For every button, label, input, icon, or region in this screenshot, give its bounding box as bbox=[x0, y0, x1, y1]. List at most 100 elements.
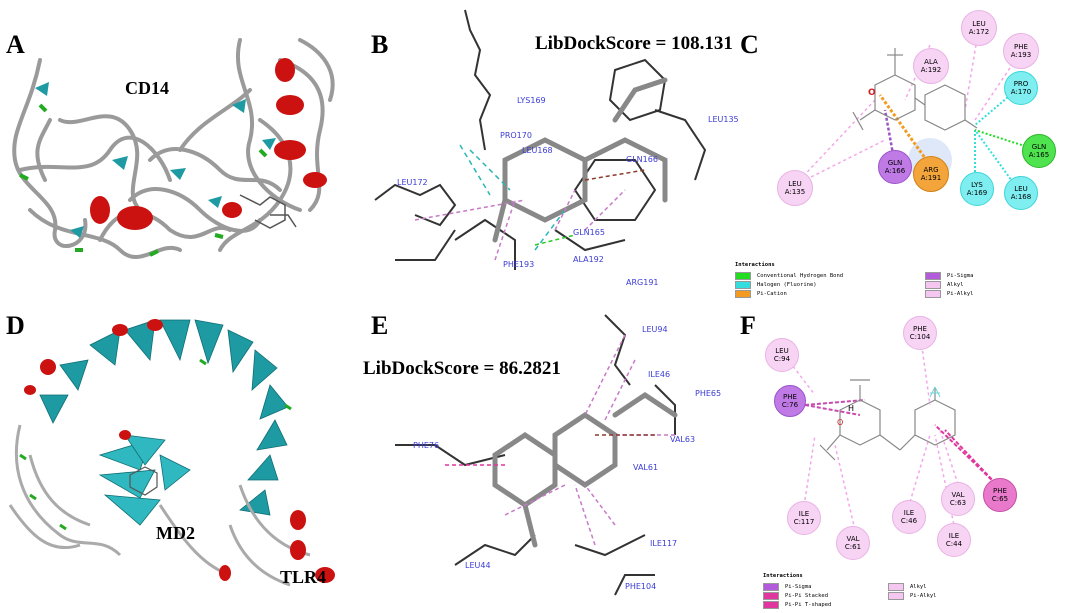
panel-e: E LibDockScore = 86.2821 LEU94 ILE46 PHE… bbox=[355, 305, 735, 613]
residue-label-leu172: LEU172 bbox=[397, 178, 428, 187]
node-text: C:94 bbox=[773, 355, 791, 363]
node-text: C:117 bbox=[793, 518, 815, 526]
node-text: ILE bbox=[903, 509, 915, 517]
node-text: A:165 bbox=[1028, 151, 1050, 159]
legend-item: Alkyl bbox=[925, 280, 974, 289]
interaction-map-f: H O bbox=[781, 332, 1001, 531]
legend-label: Alkyl bbox=[947, 281, 964, 288]
residue-label-ile46: ILE46 bbox=[648, 370, 671, 379]
residue-label-phe104: PHE104 bbox=[625, 582, 657, 591]
residue-label-leu135: LEU135 bbox=[708, 115, 739, 124]
docking-pose-e bbox=[395, 314, 678, 596]
residue-label-arg191: ARG191 bbox=[626, 278, 659, 287]
legend-item: Pi-Sigma bbox=[925, 271, 974, 280]
node-text: LEU bbox=[775, 347, 789, 355]
node-text: GLN bbox=[887, 159, 903, 167]
panel-a: A CD14 bbox=[0, 0, 355, 300]
node-text: PRO bbox=[1013, 80, 1029, 88]
libdock-score-b: LibDockScore = 108.131 bbox=[535, 33, 733, 54]
node-text: LYS bbox=[971, 181, 983, 189]
residue-label-phe65: PHE65 bbox=[695, 389, 722, 398]
node-text: C:46 bbox=[900, 517, 918, 525]
node-text: PHE bbox=[1014, 43, 1028, 51]
node-text: A:191 bbox=[920, 174, 942, 182]
svg-text:H: H bbox=[848, 404, 854, 413]
legend-swatch bbox=[925, 280, 941, 289]
svg-text:O: O bbox=[868, 88, 876, 98]
residue-label-leu94: LEU94 bbox=[642, 325, 668, 334]
legend-label: Pi-Alkyl bbox=[910, 592, 937, 599]
panel-a-label: A bbox=[6, 30, 25, 59]
legend-swatch bbox=[735, 271, 751, 280]
legend-label: Halogen (Fluorine) bbox=[757, 281, 817, 288]
legend-item: Alkyl bbox=[888, 582, 937, 591]
legend-swatch bbox=[888, 591, 904, 600]
node-text: C:104 bbox=[909, 333, 931, 341]
residue-label-phe76: PHE76 bbox=[413, 441, 440, 450]
residue-label-leu168: LEU168 bbox=[522, 146, 553, 155]
panel-c-label: C bbox=[740, 30, 759, 59]
legend-swatch bbox=[763, 582, 779, 591]
cd14-label: CD14 bbox=[125, 78, 169, 98]
legend-swatch bbox=[763, 591, 779, 600]
node-text: C:44 bbox=[945, 540, 963, 548]
node-text: A:172 bbox=[968, 28, 990, 36]
node-text: VAL bbox=[951, 491, 965, 499]
tlr4-label: TLR4 bbox=[280, 567, 327, 587]
legend-item: Pi-Sigma bbox=[763, 582, 888, 591]
residue-label-leu44: LEU44 bbox=[465, 561, 491, 570]
panel-b-label: B bbox=[371, 30, 389, 59]
interactions-legend-c: Interactions Conventional Hydrogen Bond … bbox=[735, 262, 1065, 298]
tlr4-md2-ribbon bbox=[8, 319, 335, 587]
node-text: A:168 bbox=[1010, 193, 1032, 201]
node-text: GLN bbox=[1031, 143, 1047, 151]
panel-b: B LibDockScore = 108.131 LEU172 LYS169 bbox=[355, 0, 739, 300]
legend-swatch bbox=[763, 600, 779, 609]
node-text: LEU bbox=[972, 20, 986, 28]
legend-swatch bbox=[888, 582, 904, 591]
legend-swatch bbox=[735, 280, 751, 289]
legend-label: Conventional Hydrogen Bond bbox=[757, 272, 844, 279]
node-text: ALA bbox=[924, 58, 938, 66]
residue-label-ile117: ILE117 bbox=[650, 539, 678, 548]
interactions-legend-f: Interactions Pi-Sigma Pi-Pi Stacked Pi-P… bbox=[763, 573, 1063, 609]
legend-label: Pi-Cation bbox=[757, 290, 787, 297]
node-text: PHE bbox=[783, 393, 797, 401]
node-text: C:63 bbox=[949, 499, 967, 507]
node-text: A:166 bbox=[884, 167, 906, 175]
node-text: PHE bbox=[993, 487, 1007, 495]
residue-label-lys169: LYS169 bbox=[517, 96, 546, 105]
legend-swatch bbox=[925, 289, 941, 298]
legend-swatch bbox=[925, 271, 941, 280]
panel-f: F H O LE bbox=[735, 305, 1065, 613]
legend-title: Interactions bbox=[763, 573, 803, 579]
legend-swatch bbox=[735, 289, 751, 298]
node-text: C:61 bbox=[844, 543, 862, 551]
legend-label: Alkyl bbox=[910, 583, 927, 590]
legend-item: Pi-Alkyl bbox=[925, 289, 974, 298]
panel-d-label: D bbox=[6, 311, 25, 340]
residue-label-phe193: PHE193 bbox=[503, 260, 535, 269]
node-text: VAL bbox=[846, 535, 860, 543]
libdock-score-e: LibDockScore = 86.2821 bbox=[363, 358, 561, 379]
docking-pose-b bbox=[374, 9, 707, 270]
legend-item: Conventional Hydrogen Bond bbox=[735, 271, 925, 280]
node-text: A:170 bbox=[1010, 88, 1032, 96]
residue-label-pro170: PRO170 bbox=[500, 131, 532, 140]
node-text: A:169 bbox=[966, 189, 988, 197]
legend-title: Interactions bbox=[735, 262, 775, 268]
legend-label: Pi-Alkyl bbox=[947, 290, 974, 297]
legend-label: Pi-Sigma bbox=[947, 272, 974, 279]
